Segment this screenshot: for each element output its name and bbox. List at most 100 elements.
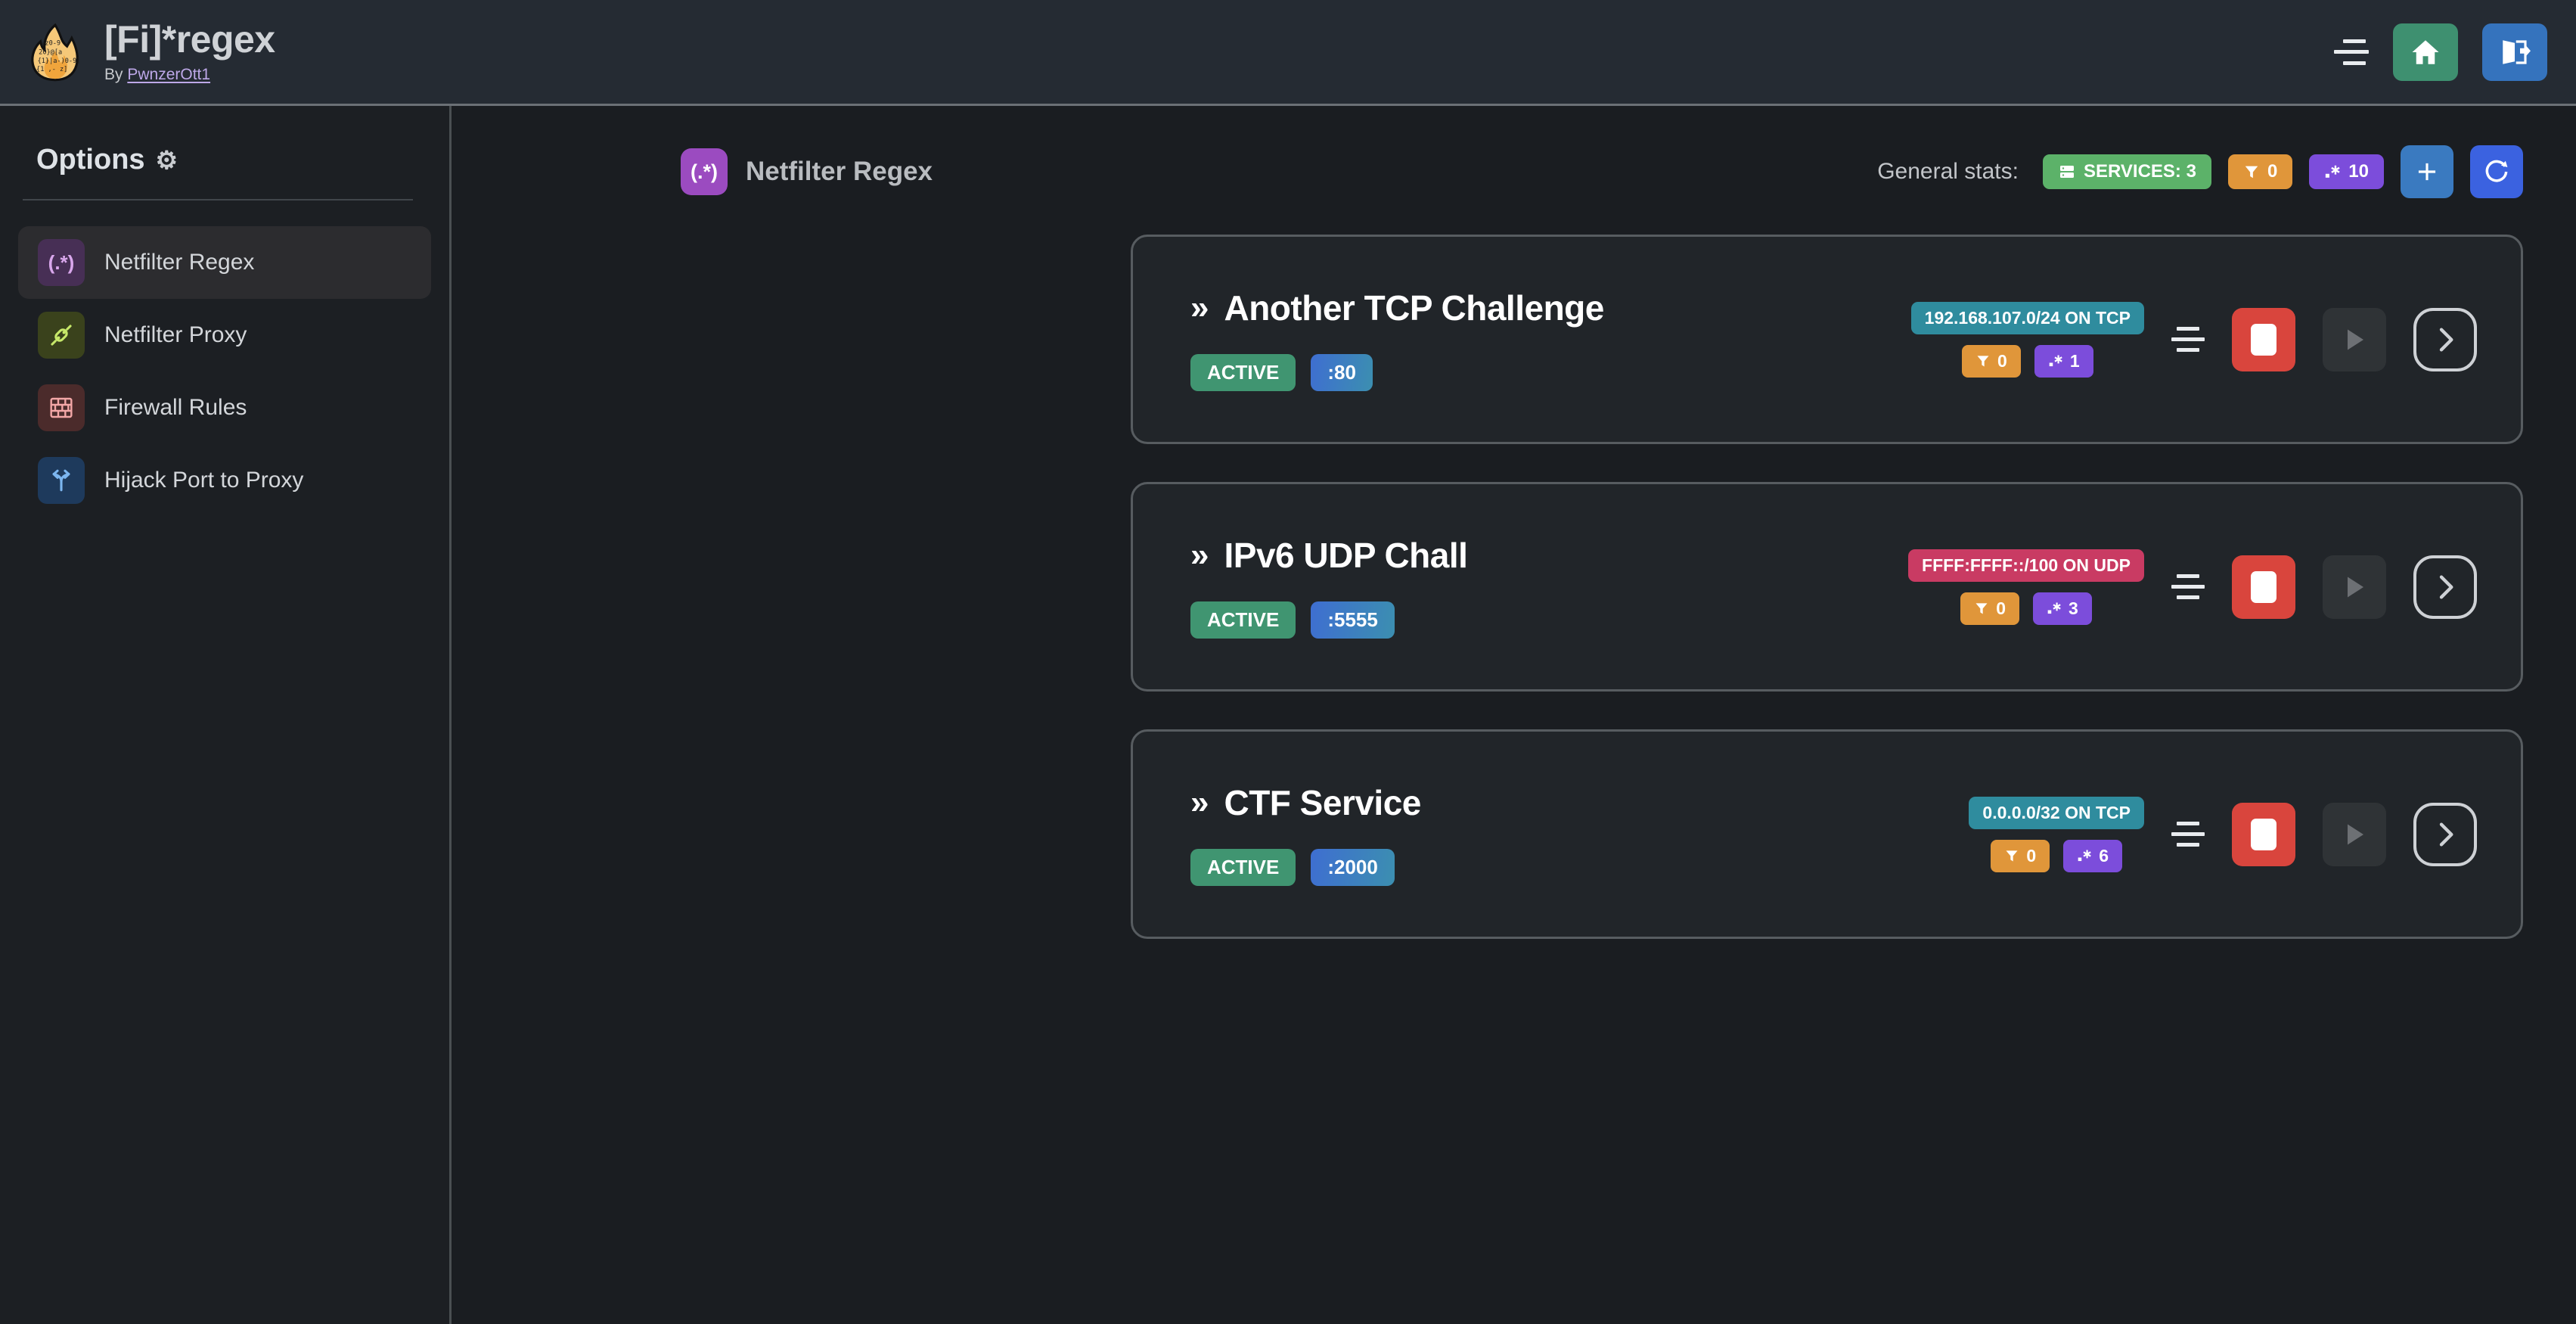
fork-arrow-icon: [38, 457, 85, 504]
page-title: Netfilter Regex: [746, 157, 933, 186]
top-header-bar: -z0-9 20}@[a {1}|a-)0-9] {1 ,- z] [Fi]*r…: [0, 0, 2576, 106]
regex-dot-star-icon: [2047, 602, 2061, 614]
stop-button[interactable]: [2232, 802, 2295, 866]
hamburger-icon[interactable]: [2334, 39, 2369, 65]
regex-dot-star-icon: [2326, 165, 2340, 178]
stop-button[interactable]: [2232, 307, 2295, 371]
play-button[interactable]: [2323, 307, 2386, 371]
sidebar-divider: [23, 199, 413, 200]
service-counters: 0 6: [1991, 839, 2122, 872]
service-controls: 0.0.0.0/32 ON TCP 0 6: [1969, 796, 2521, 872]
status-badge: ACTIVE: [1190, 601, 1296, 639]
logout-icon: [2503, 39, 2531, 64]
service-title: » Another TCP Challenge: [1190, 287, 1604, 328]
service-name: CTF Service: [1224, 783, 1421, 822]
play-button[interactable]: [2323, 802, 2386, 866]
svg-text:-z0-9: -z0-9: [41, 39, 61, 47]
open-service-button[interactable]: [2413, 555, 2477, 619]
service-info: » IPv6 UDP Chall ACTIVE :5555: [1133, 535, 1468, 639]
app-title: [Fi]*regex: [104, 17, 275, 61]
server-icon: [2059, 166, 2074, 178]
filter-icon: [2006, 850, 2018, 862]
service-filters-badge: 0: [1991, 839, 2050, 872]
play-button[interactable]: [2323, 555, 2386, 619]
service-network-stats: FFFF:FFFF::/100 ON UDP 0 3: [1908, 549, 2144, 625]
sidebar-item-label: Netfilter Proxy: [104, 322, 247, 347]
sidebar-title-label: Options: [36, 144, 145, 176]
logout-button[interactable]: [2482, 23, 2547, 81]
service-tags: ACTIVE :2000: [1190, 849, 1421, 886]
add-service-button[interactable]: [2401, 145, 2453, 198]
service-tags: ACTIVE :80: [1190, 354, 1604, 391]
double-chevron-icon: »: [1190, 289, 1209, 326]
play-icon: [2348, 577, 2363, 597]
stop-icon: [2251, 323, 2277, 356]
app-author-line: By PwnzerOtt1: [104, 66, 275, 84]
stat-regexes-text: 10: [2348, 161, 2369, 182]
service-regexes-badge: 6: [2063, 839, 2122, 872]
service-card[interactable]: » IPv6 UDP Chall ACTIVE :5555 FFFF:FFFF:…: [1131, 482, 2523, 692]
sidebar-item-netfilter-regex[interactable]: (.*) Netfilter Regex: [18, 226, 431, 299]
by-prefix: By: [104, 65, 128, 83]
content-header: (.*) Netfilter Regex General stats: SERV…: [454, 106, 2576, 198]
refresh-button[interactable]: [2470, 145, 2523, 198]
drag-handle-icon[interactable]: [2171, 574, 2205, 599]
home-icon: [2412, 39, 2439, 64]
refresh-icon: [2485, 160, 2508, 182]
chevron-right-icon: [2439, 328, 2453, 351]
stop-button[interactable]: [2232, 555, 2295, 619]
double-chevron-icon: »: [1190, 784, 1209, 821]
main-content: (.*) Netfilter Regex General stats: SERV…: [454, 106, 2576, 1324]
sidebar-item-label: Hijack Port to Proxy: [104, 468, 304, 493]
service-info: » Another TCP Challenge ACTIVE :80: [1133, 287, 1604, 391]
chevron-right-icon: [2439, 575, 2453, 598]
filter-icon: [1977, 356, 1989, 367]
service-card[interactable]: » CTF Service ACTIVE :2000 0.0.0.0/32 ON…: [1131, 729, 2523, 939]
play-icon: [2348, 329, 2363, 350]
service-regexes-count: 3: [2069, 598, 2078, 618]
service-filters-count: 0: [2026, 845, 2037, 866]
service-controls: 192.168.107.0/24 ON TCP 0 1: [1910, 301, 2521, 378]
brand: -z0-9 20}@[a {1}|a-)0-9] {1 ,- z] [Fi]*r…: [0, 20, 275, 84]
home-button[interactable]: [2393, 23, 2458, 81]
stat-filters-badge: 0: [2227, 154, 2293, 189]
sidebar-item-hijack-port-to-proxy[interactable]: Hijack Port to Proxy: [18, 444, 431, 517]
drag-handle-icon[interactable]: [2171, 327, 2205, 352]
brick-wall-icon: [38, 384, 85, 431]
service-regexes-count: 1: [2069, 350, 2080, 371]
regex-icon: (.*): [38, 239, 85, 286]
flame-logo-icon: -z0-9 20}@[a {1}|a-)0-9] {1 ,- z]: [31, 23, 80, 81]
author-link[interactable]: PwnzerOtt1: [127, 65, 211, 83]
status-badge: ACTIVE: [1190, 849, 1296, 886]
service-counters: 0 3: [1960, 592, 2092, 625]
network-badge: 192.168.107.0/24 ON TCP: [1910, 301, 2144, 334]
service-counters: 0 1: [1962, 344, 2093, 378]
sidebar-title: Options ⚙: [0, 136, 449, 176]
open-service-button[interactable]: [2413, 802, 2477, 866]
status-badge: ACTIVE: [1190, 354, 1296, 391]
drag-handle-icon[interactable]: [2171, 822, 2205, 847]
general-stats: General stats: SERVICES: 3 0: [1877, 145, 2523, 198]
sidebar-item-label: Netfilter Regex: [104, 250, 255, 275]
service-tags: ACTIVE :5555: [1190, 601, 1467, 639]
service-filters-count: 0: [1996, 598, 2006, 618]
filter-icon: [2245, 166, 2258, 179]
open-service-button[interactable]: [2413, 307, 2477, 371]
service-regexes-count: 6: [2099, 845, 2109, 866]
network-badge: 0.0.0.0/32 ON TCP: [1969, 796, 2144, 829]
plus-icon: [2418, 163, 2436, 181]
service-card[interactable]: » Another TCP Challenge ACTIVE :80 192.1…: [1131, 235, 2523, 444]
service-controls: FFFF:FFFF::/100 ON UDP 0 3: [1908, 549, 2521, 625]
service-title: » IPv6 UDP Chall: [1190, 535, 1468, 576]
sidebar-item-firewall-rules[interactable]: Firewall Rules: [18, 371, 431, 444]
svg-text:20}@[a: 20}@[a: [39, 48, 62, 56]
service-name: Another TCP Challenge: [1224, 288, 1604, 328]
sidebar-nav: (.*) Netfilter Regex Netfilter Proxy: [0, 226, 449, 517]
play-icon: [2348, 824, 2363, 844]
sidebar-item-netfilter-proxy[interactable]: Netfilter Proxy: [18, 299, 431, 371]
network-badge: FFFF:FFFF::/100 ON UDP: [1908, 549, 2144, 582]
regex-dot-star-icon: [2049, 355, 2062, 367]
stop-icon: [2251, 570, 2277, 603]
double-chevron-icon: »: [1190, 536, 1209, 573]
service-name: IPv6 UDP Chall: [1224, 536, 1468, 575]
